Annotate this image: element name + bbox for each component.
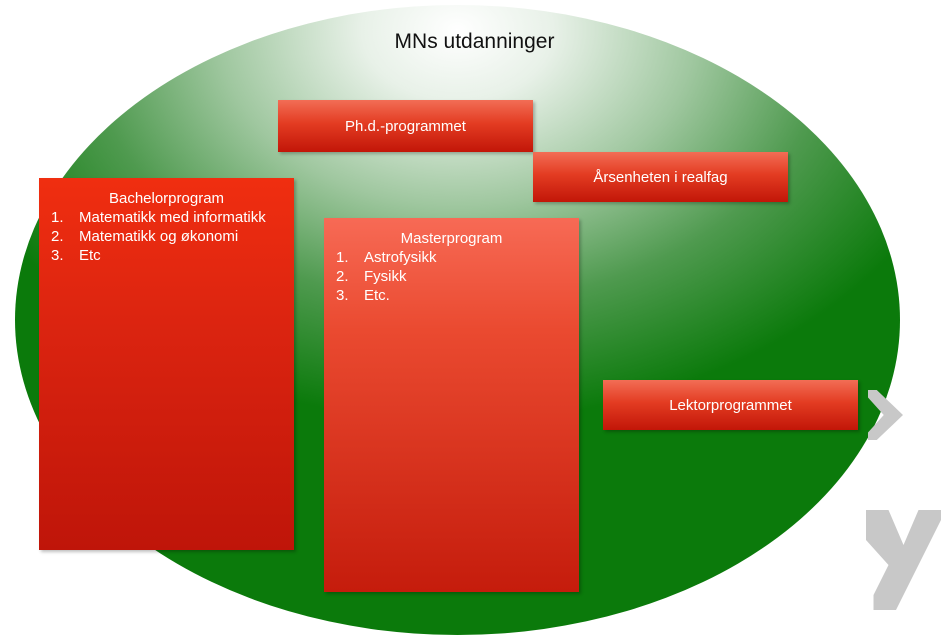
chevron-down-icon xyxy=(866,510,941,610)
master-program-box: Masterprogram 1. Astrofysikk 2. Fysikk 3… xyxy=(324,218,579,592)
arsenhet-box: Årsenheten i realfag xyxy=(533,152,788,202)
list-text: Matematikk med informatikk xyxy=(79,209,266,226)
phd-program-box: Ph.d.-programmet xyxy=(278,100,533,152)
list-text: Matematikk og økonomi xyxy=(79,228,239,245)
diagram-title: MNs utdanninger xyxy=(394,30,555,53)
list-number: 3. xyxy=(336,287,349,304)
list-item: 1. Astrofysikk xyxy=(324,248,579,267)
list-number: 2. xyxy=(51,228,64,245)
list-item: 3. Etc xyxy=(39,246,294,265)
list-text: Fysikk xyxy=(364,268,407,285)
list-number: 1. xyxy=(336,249,349,266)
list-item: 2. Matematikk og økonomi xyxy=(39,227,294,246)
list-text: Etc xyxy=(79,247,101,264)
list-text: Astrofysikk xyxy=(364,249,437,266)
list-text: Etc. xyxy=(364,287,390,304)
bachelor-list: 1. Matematikk med informatikk 2. Matemat… xyxy=(39,208,294,265)
master-list: 1. Astrofysikk 2. Fysikk 3. Etc. xyxy=(324,248,579,305)
list-number: 1. xyxy=(51,209,64,226)
arsenhet-label: Årsenheten i realfag xyxy=(593,168,728,186)
list-item: 1. Matematikk med informatikk xyxy=(39,208,294,227)
list-item: 3. Etc. xyxy=(324,286,579,305)
list-number: 2. xyxy=(336,268,349,285)
list-item: 2. Fysikk xyxy=(324,267,579,286)
list-number: 3. xyxy=(51,247,64,264)
bachelor-heading: Bachelorprogram xyxy=(108,190,225,207)
phd-program-label: Ph.d.-programmet xyxy=(345,117,466,135)
bachelor-program-box: Bachelorprogram 1. Matematikk med inform… xyxy=(39,178,294,550)
lektor-program-label: Lektorprogrammet xyxy=(669,396,792,414)
lektor-program-box: Lektorprogrammet xyxy=(603,380,858,430)
master-heading: Masterprogram xyxy=(400,230,503,247)
